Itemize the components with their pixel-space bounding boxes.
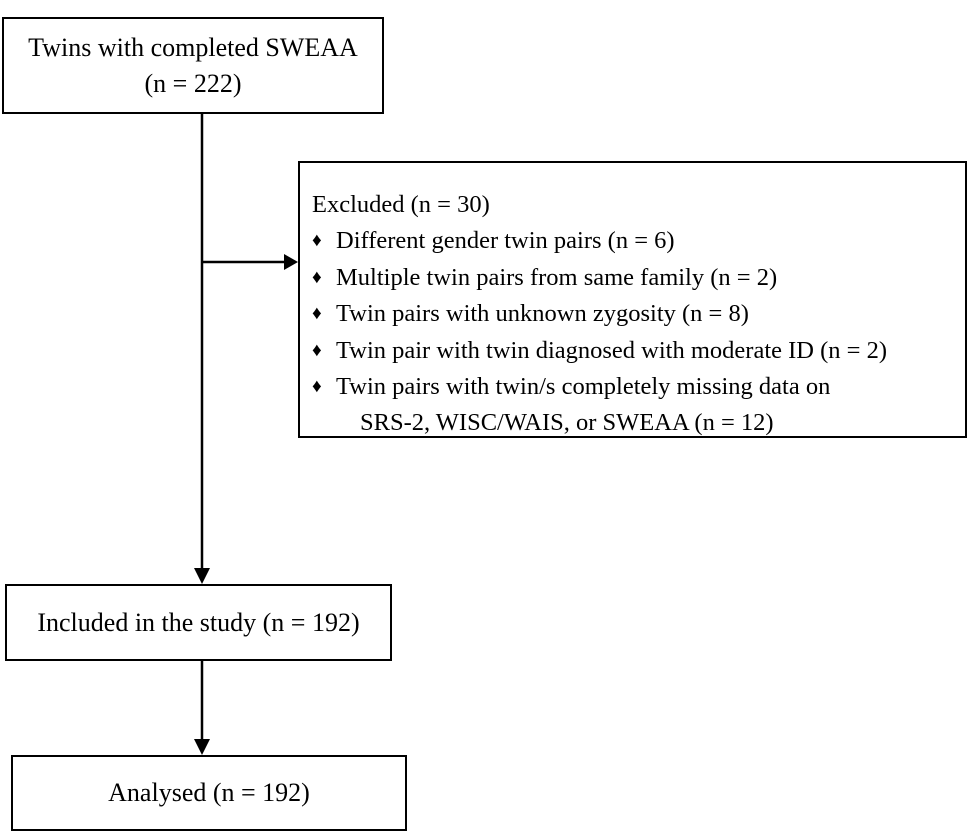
excluded-item: ♦ Multiple twin pairs from same family (… <box>312 260 965 296</box>
included-box-label: Included in the study (n = 192) <box>37 607 360 637</box>
arrowhead-included <box>194 568 210 584</box>
diamond-bullet-icon: ♦ <box>312 339 322 361</box>
included-box: Included in the study (n = 192) <box>5 584 392 661</box>
excluded-item-text-line2: SRS-2, WISC/WAIS, or SWEAA (n = 12) <box>360 409 774 437</box>
diamond-bullet-icon: ♦ <box>312 266 322 288</box>
arrowhead-analysed <box>194 739 210 755</box>
excluded-item: ♦ Different gender twin pairs (n = 6) <box>312 223 965 259</box>
diamond-bullet-icon: ♦ <box>312 230 322 252</box>
excluded-item: ♦ Twin pair with twin diagnosed with mod… <box>312 333 965 369</box>
excluded-item-text-line1: Twin pairs with twin/s completely missin… <box>336 373 831 401</box>
excluded-item-text: Different gender twin pairs (n = 6) <box>336 227 675 255</box>
diamond-bullet-icon: ♦ <box>312 376 322 398</box>
diamond-bullet-icon: ♦ <box>312 303 322 325</box>
start-box-line1: Twins with completed SWEAA <box>28 32 358 62</box>
excluded-item-text: Multiple twin pairs from same family (n … <box>336 263 778 291</box>
excluded-box: Excluded (n = 30) ♦ Different gender twi… <box>298 161 967 438</box>
excluded-item-text: Twin pairs with twin/s completely missin… <box>336 369 830 442</box>
analysed-box-label: Analysed (n = 192) <box>108 778 310 807</box>
arrowhead-excluded <box>284 254 298 270</box>
start-box: Twins with completed SWEAA (n = 222) <box>2 17 384 114</box>
excluded-item: ♦ Twin pairs with twin/s completely miss… <box>312 369 965 442</box>
excluded-item-text: Twin pairs with unknown zygosity (n = 8) <box>336 300 749 328</box>
excluded-title: Excluded (n = 30) <box>312 191 490 218</box>
excluded-item: ♦ Twin pairs with unknown zygosity (n = … <box>312 296 965 332</box>
analysed-box: Analysed (n = 192) <box>11 755 407 831</box>
start-box-line2: (n = 222) <box>144 68 242 98</box>
excluded-item-text: Twin pair with twin diagnosed with moder… <box>336 336 887 364</box>
